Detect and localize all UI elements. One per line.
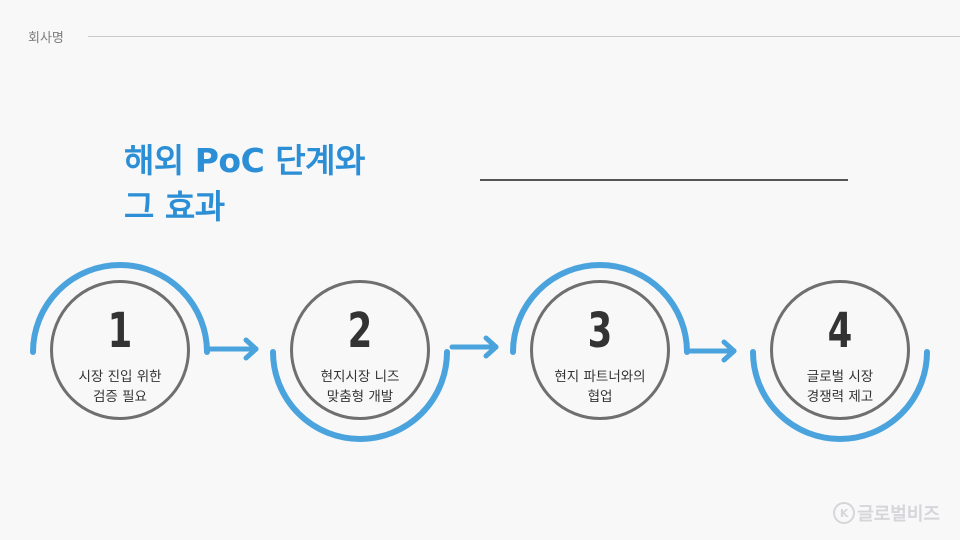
arc-3 [510, 262, 690, 355]
step-3-desc-line-1: 현지 파트너와의 [554, 369, 646, 385]
step-3-circle: 3 현지 파트너와의 협업 [530, 280, 670, 420]
arrow-2-icon [449, 335, 499, 359]
step-2-desc-line-2: 맞춤형 개발 [326, 389, 394, 405]
header-divider [88, 36, 960, 37]
page-title: 해외 PoC 단계와 그 효과 [124, 138, 365, 230]
step-2-circle: 2 현지시장 니즈 맞춤형 개발 [290, 280, 430, 420]
step-4-description: 글로벌 시장 경쟁력 제고 [781, 367, 899, 407]
step-4-desc-line-1: 글로벌 시장 [806, 369, 874, 385]
arc-1 [30, 262, 210, 355]
title-line-1: 해외 PoC 단계와 [124, 141, 365, 180]
watermark-logo-icon: K [833, 502, 856, 524]
step-2-desc-line-1: 현지시장 니즈 [320, 369, 400, 385]
step-1-description: 시장 진입 위한 검증 필요 [61, 367, 179, 407]
step-2-description: 현지시장 니즈 맞춤형 개발 [301, 367, 419, 407]
arc-2 [270, 349, 450, 442]
arrow-1-icon [207, 337, 259, 361]
title-underline [480, 179, 848, 181]
title-line-2: 그 효과 [124, 187, 225, 226]
step-1-desc-line-1: 시장 진입 위한 [78, 369, 162, 385]
step-1-desc-line-2: 검증 필요 [93, 389, 147, 405]
step-3-number: 3 [587, 303, 613, 359]
arrow-3-icon [687, 339, 737, 363]
step-4-circle: 4 글로벌 시장 경쟁력 제고 [770, 280, 910, 420]
step-1-number: 1 [107, 303, 133, 359]
company-name: 회사명 [28, 31, 64, 46]
arc-4 [750, 349, 930, 442]
step-3-desc-line-2: 협업 [587, 389, 613, 405]
watermark: K 글로벌비즈 [833, 500, 940, 526]
step-3-description: 현지 파트너와의 협업 [541, 367, 659, 407]
step-4-number: 4 [827, 303, 853, 359]
watermark-text: 글로벌비즈 [857, 504, 940, 525]
step-2-number: 2 [347, 303, 373, 359]
step-1-circle: 1 시장 진입 위한 검증 필요 [50, 280, 190, 420]
step-4-desc-line-2: 경쟁력 제고 [806, 389, 874, 405]
